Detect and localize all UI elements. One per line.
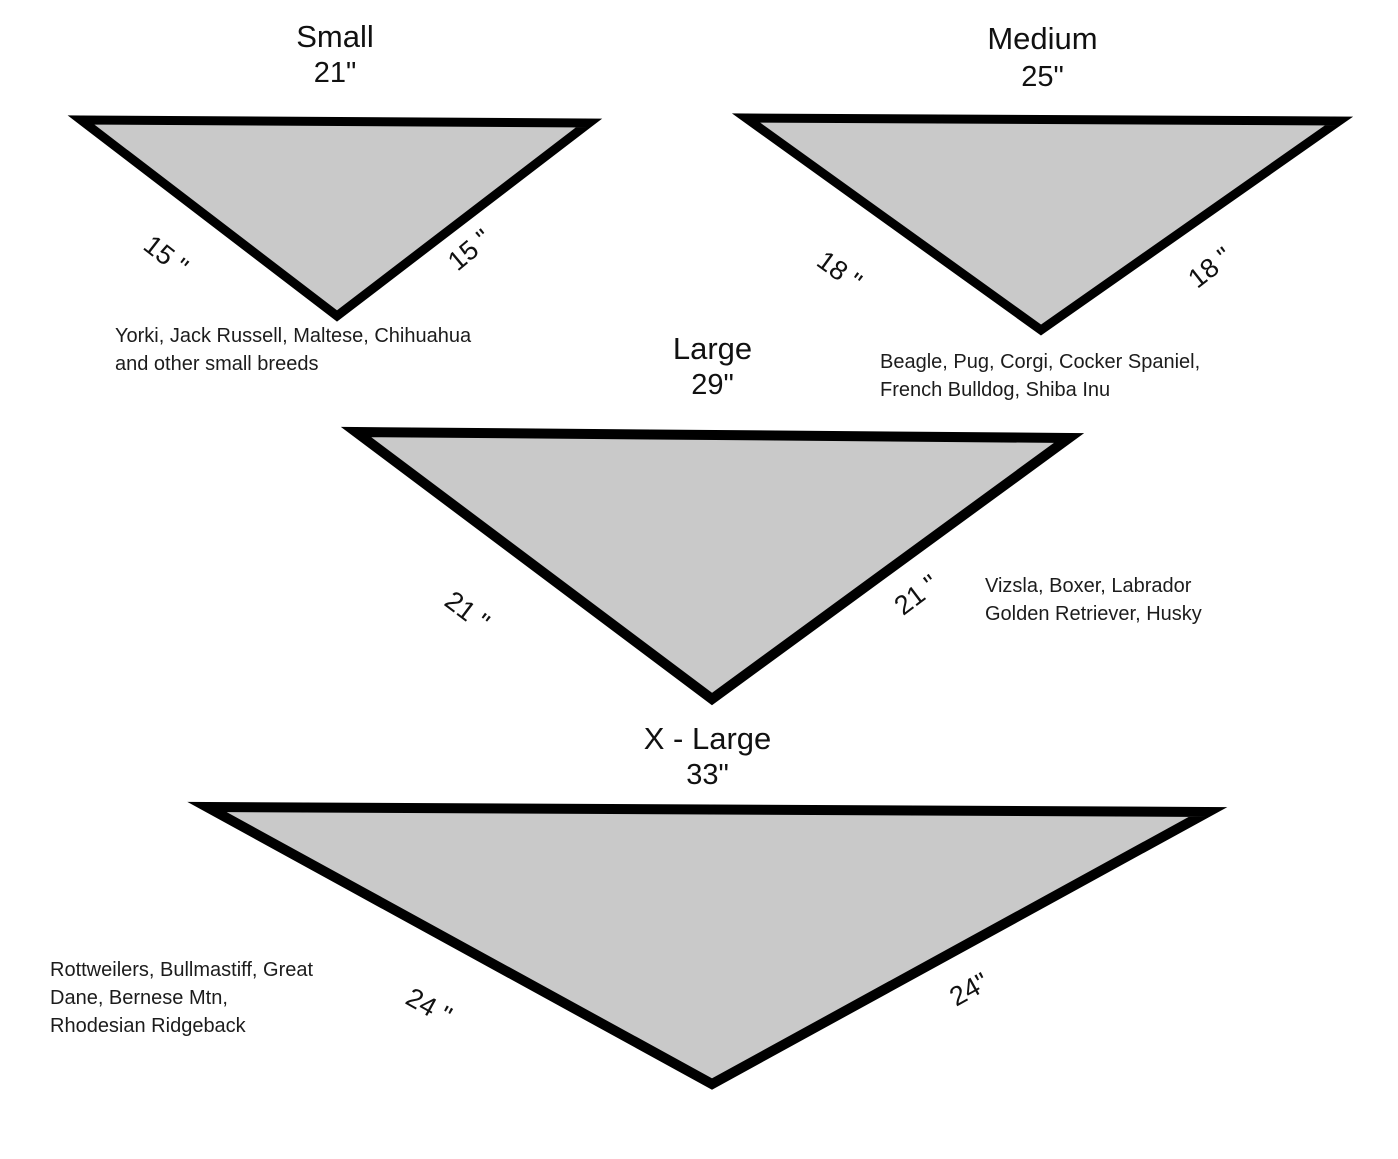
size-title-medium: Medium — [987, 21, 1098, 56]
size-title-small: Small — [296, 19, 374, 54]
triangle-shape-small — [67, 115, 603, 322]
size-title-large: Large — [672, 331, 753, 366]
size-group-small: Small 21" 15 " 15 " Yorki, Jack Russell,… — [67, 19, 603, 410]
bandana-triangle-medium — [731, 113, 1354, 336]
breed-list-xlarge: Rottweilers, Bullmastiff, Great Dane, Be… — [50, 959, 314, 1037]
bandana-triangle-xlarge — [187, 801, 1228, 1090]
bandana-triangle-small — [67, 115, 603, 322]
neck-size-xlarge: 33" — [686, 759, 729, 791]
triangle-shape-large — [340, 426, 1085, 706]
neck-size-medium: 25" — [1021, 61, 1064, 93]
bandana-triangle-large — [340, 426, 1085, 706]
triangle-shape-medium — [731, 113, 1354, 336]
breed-list-small: Yorki, Jack Russell, Maltese, Chihuahua … — [115, 325, 472, 375]
triangle-shape-xlarge — [187, 801, 1228, 1090]
neck-size-small: 21" — [313, 57, 357, 89]
breed-list-large: Vizsla, Boxer, Labrador Golden Retriever… — [985, 575, 1202, 625]
size-title-xlarge: X - Large — [643, 721, 772, 756]
neck-size-large: 29" — [691, 369, 734, 401]
size-group-large: Large 29" 21 " 21 " Vizsla, Boxer, Labra… — [340, 331, 1202, 722]
breed-list-medium: Beagle, Pug, Corgi, Cocker Spaniel, Fren… — [880, 351, 1201, 401]
size-group-xlarge: X - Large 33" 24 " 24" Rottweilers, Bull… — [50, 721, 1228, 1122]
size-group-medium: Medium 25" 18 " 18 " Beagle, Pug, Corgi,… — [731, 21, 1354, 442]
